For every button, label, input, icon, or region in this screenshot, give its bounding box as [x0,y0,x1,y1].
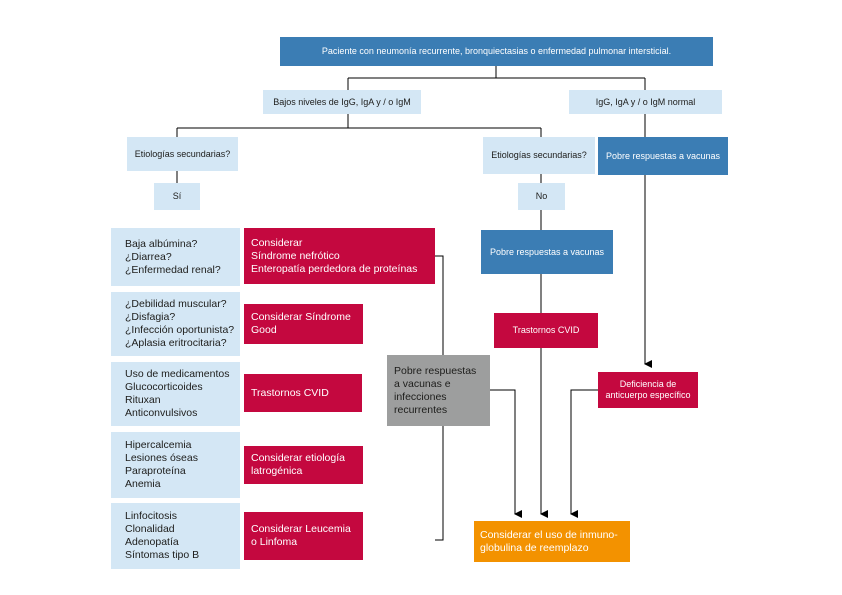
poor-response-mid-text: Pobre respuestas a vacunas [489,246,605,257]
question-line: ¿Debilidad muscular? [125,298,227,310]
low-levels-text: Bajos niveles de IgG, IgA y / o IgM [273,96,411,107]
question-line: Uso de medicamentos [125,368,230,380]
consider-line: Considerar Síndrome [251,311,351,323]
connector-low-split [176,114,542,137]
etiology-right-text: Etiologías secundarias? [491,150,587,160]
gray-summary-line: recurrentes [394,403,448,416]
top-box: Paciente con neumonía recurrente, bronqu… [280,37,713,66]
question-line: Lesiones óseas [125,452,198,464]
consider-line: o Linfoma [251,536,298,548]
etiology-right-box: Etiologías secundarias? [483,137,595,174]
normal-levels-box: IgG, IgA y / o IgM normal [569,90,722,114]
poor-response-mid-box: Pobre respuestas a vacunas [481,230,613,274]
question-line: Anemia [125,478,161,490]
cvid-mid-box: Trastornos CVID [494,313,598,348]
consider-box-5: Considerar Leucemia o Linfoma [244,512,363,560]
connector-gray-final [490,389,522,518]
consider-box-4: Considerar etiología latrogénica [244,446,363,484]
question-box-4: Hipercalcemia Lesiones óseas Paraproteín… [111,432,240,498]
question-line: ¿Diarrea? [125,250,172,263]
consider-line: Good [251,324,277,336]
question-line: Rituxan [125,394,161,406]
consider-line: Síndrome nefrótico [251,249,340,262]
etiology-left-box: Etiologías secundarias? [127,137,238,171]
si-text: Sí [172,191,182,201]
poor-response-right-box: Pobre respuestas a vacunas [598,137,728,175]
gray-summary-line: a vacunas e [394,377,451,390]
low-levels-box: Bajos niveles de IgG, IgA y / o IgM [263,90,421,114]
question-line: ¿Infección oportunista? [125,324,235,336]
consider-box-2: Considerar Síndrome Good [244,304,363,344]
consider-line: Considerar etiología [251,452,345,464]
consider-box-3: Trastornos CVID [244,374,362,412]
connector-top-split [347,66,646,90]
no-text: No [535,191,548,201]
cvid-mid-text: Trastornos CVID [512,325,580,335]
consider-line: Considerar [251,236,303,249]
question-line: Baja albúmina? [125,237,198,250]
specific-deficiency-line: Deficiencia de [619,379,677,389]
final-recommendation-line: globulina de reemplazo [480,541,589,554]
poor-response-right-text: Pobre respuestas a vacunas [605,150,721,161]
gray-summary-line: Pobre respuestas [394,364,477,377]
consider-line: Considerar Leucemia [251,523,351,535]
specific-deficiency-line: anticuerpo específico [605,390,691,400]
question-line: Síntomas tipo B [125,549,200,561]
question-line: ¿Disfagia? [125,311,176,323]
question-line: Paraproteína [125,465,186,477]
question-box-1: Baja albúmina? ¿Diarrea? ¿Enfermedad ren… [111,228,240,286]
gray-summary-box: Pobre respuestas a vacunas e infecciones… [387,355,490,426]
consider-line: Trastornos CVID [251,386,329,399]
question-line: Anticonvulsivos [125,407,198,419]
consider-box-1: Considerar Síndrome nefrótico Enteropatí… [244,228,435,284]
question-line: ¿Enfermedad renal? [125,263,221,276]
question-line: Glucocorticoides [125,381,203,393]
gray-summary-line: infecciones [394,390,447,403]
final-recommendation-line: Considerar el uso de inmuno- [480,528,618,541]
no-box: No [518,183,565,210]
consider-line: Enteropatía perdedora de proteínas [251,262,418,275]
question-line: Linfocitosis [125,510,177,522]
etiology-left-text: Etiologías secundarias? [134,148,231,159]
question-line: Clonalidad [125,523,175,535]
consider-line: latrogénica [251,465,303,477]
specific-deficiency-box: Deficiencia de anticuerpo específico [598,372,698,408]
connector-specific-final [570,389,598,518]
question-box-2: ¿Debilidad muscular? ¿Disfagia? ¿Infecci… [111,292,240,356]
normal-levels-text: IgG, IgA y / o IgM normal [595,96,696,107]
question-box-5: Linfocitosis Clonalidad Adenopatía Sínto… [111,503,240,569]
question-line: Hipercalcemia [125,439,192,451]
si-box: Sí [154,183,200,210]
final-recommendation-box: Considerar el uso de inmuno- globulina d… [474,521,630,562]
question-line: ¿Aplasia eritrocitaria? [125,337,227,349]
question-box-3: Uso de medicamentos Glucocorticoides Rit… [111,362,240,426]
question-line: Adenopatía [125,536,179,548]
top-box-text: Paciente con neumonía recurrente, bronqu… [321,46,672,56]
